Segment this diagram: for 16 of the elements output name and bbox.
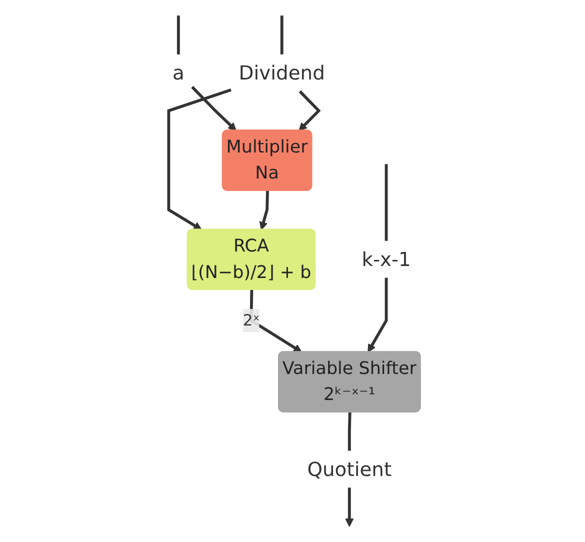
node-text: Quotient [307, 457, 392, 481]
arrow [191, 86, 236, 132]
connector [280, 16, 284, 54]
arrow [167, 88, 232, 230]
arrow [259, 190, 269, 230]
arrow [368, 278, 388, 352]
arrow [345, 488, 354, 527]
arrow [250, 290, 302, 352]
node-text: k-x-1 [362, 248, 411, 271]
edge-label: 2ˣ [242, 310, 260, 330]
connector [384, 164, 388, 241]
connector [176, 16, 180, 54]
arrow [298, 90, 321, 132]
node-text: a [172, 61, 184, 85]
connector [348, 412, 352, 451]
node-text: Dividend [238, 61, 325, 85]
